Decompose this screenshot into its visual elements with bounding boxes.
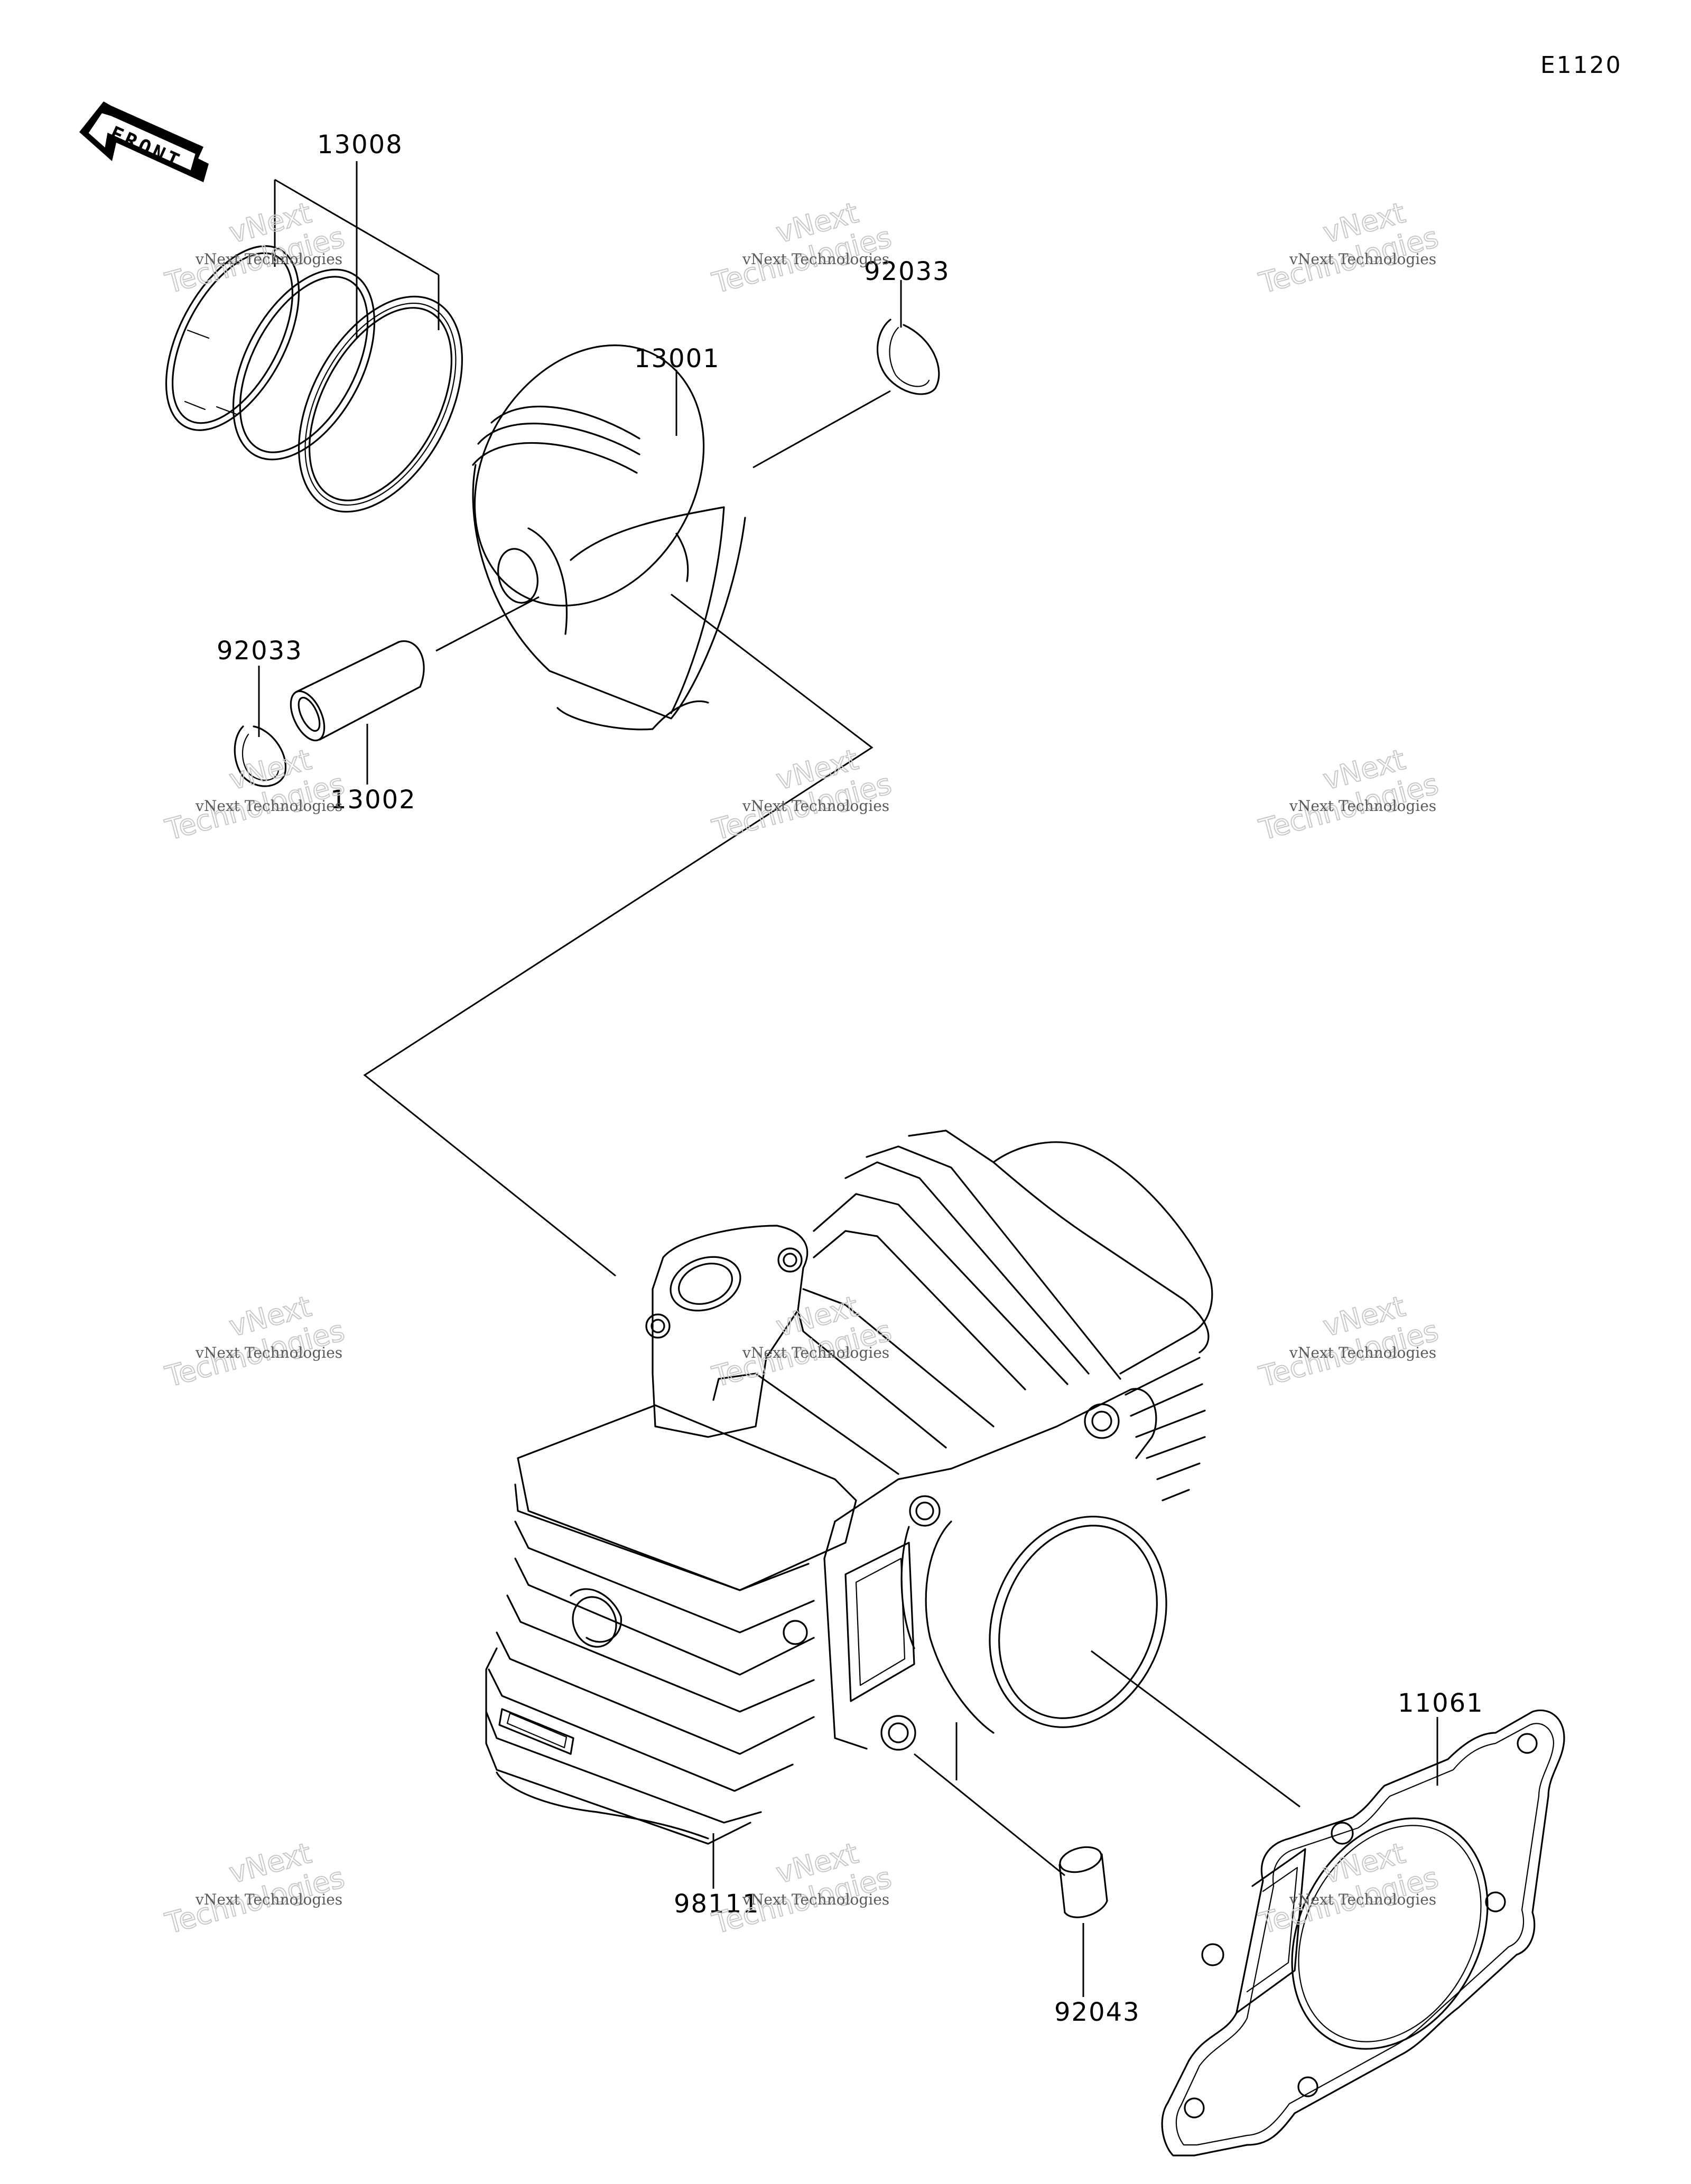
dowel-pin: [1058, 1846, 1108, 1918]
part-number-11061: 11061: [1398, 1688, 1484, 1718]
piston-pin: [290, 640, 425, 742]
watermark-text: vNext Technologies: [195, 1891, 342, 1908]
front-arrow-icon: FRONT: [79, 101, 209, 182]
cylinder-base-gasket: [1161, 1709, 1565, 2157]
part-number-92033-top: 92033: [864, 257, 950, 286]
piston: [472, 344, 746, 731]
watermark-text: vNext Technologies: [1289, 250, 1436, 268]
watermark-text: vNext Technologies: [195, 797, 342, 815]
watermark-text: vNext Technologies: [742, 1344, 889, 1361]
piston-pin-clip-left: [234, 725, 287, 787]
watermark-text: vNext Technologies: [742, 250, 889, 268]
watermark-text: vNext Technologies: [742, 797, 889, 815]
part-number-13002: 13002: [330, 785, 416, 815]
watermark-text: vNext Technologies: [1289, 1344, 1436, 1361]
cylinder-block: [485, 1130, 1213, 1845]
diagram-code: E1120: [1540, 52, 1622, 79]
piston-pin-clip-top: [877, 319, 940, 395]
part-number-13008: 13008: [317, 130, 403, 160]
watermark-text: vNext Technologies: [742, 1891, 889, 1908]
watermark-text: vNext Technologies: [1289, 1891, 1436, 1908]
part-number-98111: 98111: [674, 1889, 760, 1919]
leader-lines: [258, 161, 1438, 1997]
watermark-text: vNext Technologies: [195, 1344, 342, 1361]
piston-ring-set: [165, 245, 463, 513]
part-number-92033-left: 92033: [217, 636, 303, 666]
watermark-text: vNext Technologies: [1289, 797, 1436, 815]
part-number-92043: 92043: [1054, 1998, 1140, 2027]
part-number-13001: 13001: [634, 344, 720, 374]
watermark-text: vNext Technologies: [195, 250, 342, 268]
